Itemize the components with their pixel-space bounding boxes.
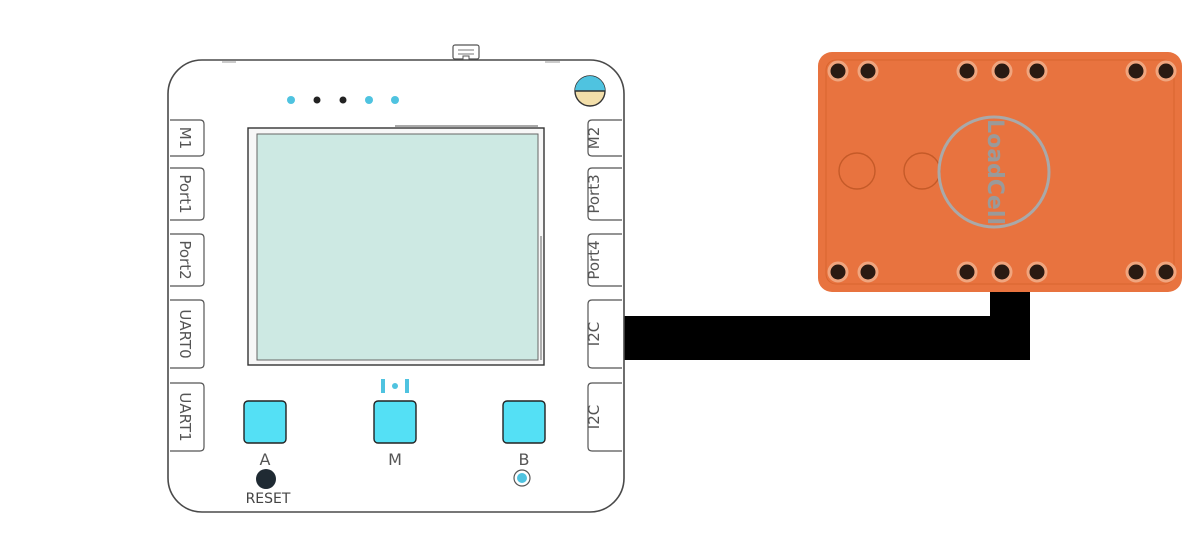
port-uart1[interactable]: UART1: [170, 382, 205, 452]
port-port2[interactable]: Port2: [170, 233, 205, 287]
loadcell-body: [818, 52, 1182, 292]
light-sensor-icon: [574, 75, 606, 107]
indicator-led-icon: [513, 469, 531, 487]
port-port3-label: Port3: [585, 174, 603, 213]
port-port3[interactable]: Port3: [585, 167, 622, 221]
button-m[interactable]: M: [373, 400, 417, 469]
button-m-label: M: [388, 450, 402, 469]
loadcell-module: LoadCell: [818, 52, 1182, 292]
led-5: [391, 96, 399, 104]
port-port1-label: Port1: [176, 174, 194, 213]
button-b[interactable]: B: [502, 400, 546, 469]
port-i2c-1[interactable]: I2C: [585, 299, 622, 369]
port-i2c-1-label: I2C: [585, 322, 603, 346]
port-m1-label: M1: [176, 127, 194, 150]
mounting-holes-top: [827, 60, 1177, 82]
controller-board: M1 Port1 Port2 UART0 UART1 M2: [167, 44, 625, 513]
sensor-icon: [381, 379, 409, 393]
port-port2-label: Port2: [176, 240, 194, 279]
port-m2[interactable]: M2: [585, 119, 622, 157]
port-port4[interactable]: Port4: [585, 233, 622, 287]
button-a[interactable]: A: [243, 400, 287, 469]
left-ports: M1 Port1 Port2 UART0 UART1: [170, 119, 205, 452]
port-port1[interactable]: Port1: [170, 167, 205, 221]
loadcell-logo-text: LoadCell: [982, 119, 1007, 225]
port-uart0[interactable]: UART0: [170, 299, 205, 369]
right-ports: M2 Port3 Port4 I2C I2C: [585, 119, 622, 452]
stud-2: [903, 152, 941, 190]
led-3: [339, 96, 347, 104]
i2c-cable: [618, 290, 1030, 360]
led-1: [287, 96, 295, 104]
status-leds: [287, 96, 399, 104]
led-4: [365, 96, 373, 104]
reset-button[interactable]: [256, 469, 276, 489]
loadcell-logo-ring: [937, 115, 1051, 229]
port-i2c-2-label: I2C: [585, 405, 603, 429]
mounting-holes-bottom: [827, 261, 1177, 283]
display-screen: [256, 133, 539, 361]
led-2: [313, 96, 321, 104]
port-m1[interactable]: M1: [170, 119, 205, 157]
port-m2-label: M2: [585, 127, 603, 150]
port-uart1-label: UART1: [176, 392, 194, 441]
button-b-label: B: [519, 450, 530, 469]
port-i2c-2[interactable]: I2C: [585, 382, 622, 452]
button-a-label: A: [260, 450, 271, 469]
reset-label: RESET: [246, 491, 291, 507]
port-uart0-label: UART0: [176, 309, 194, 358]
stud-1: [838, 152, 876, 190]
port-port4-label: Port4: [585, 240, 603, 279]
